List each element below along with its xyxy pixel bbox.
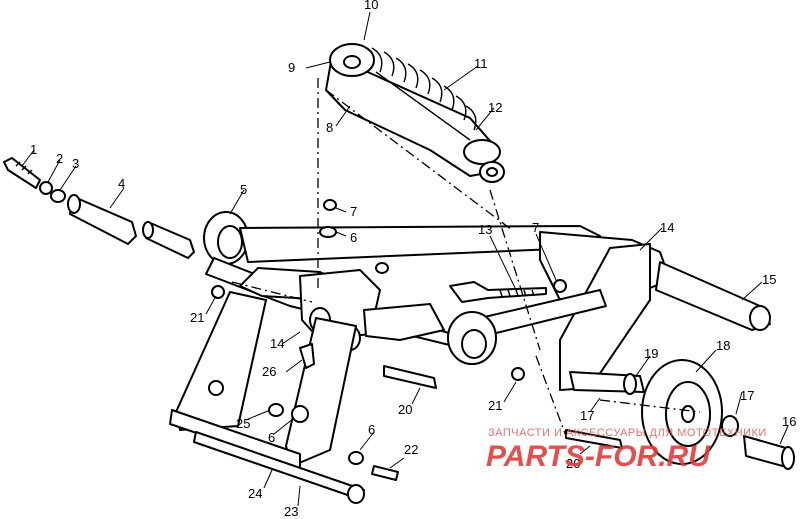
assembly-centerlines [231, 78, 701, 437]
callout-9: 9 [288, 60, 295, 75]
shock-absorber [325, 43, 505, 183]
callout-6-lower-left: 6 [268, 430, 275, 445]
callout-7-upper: 7 [350, 204, 357, 219]
side-arms [169, 291, 365, 504]
callout-16: 16 [782, 414, 796, 429]
callout-5: 5 [240, 182, 247, 197]
watermark: ЗАПЧАСТИ И АКСЕССУАРЫ ДЛЯ МОТОТЕХНИКИ PA… [486, 427, 767, 473]
callout-21-right: 21 [488, 398, 502, 413]
front-bolt-and-shaft [3, 157, 195, 259]
callout-21-left: 21 [190, 310, 204, 325]
callout-20-lower: 20 [566, 456, 580, 471]
hardware [211, 199, 623, 481]
callout-7-right: 7 [532, 220, 539, 235]
callout-22: 22 [404, 442, 418, 457]
watermark-logo: PARTS-FOR.RU [486, 440, 711, 473]
callout-17-right: 17 [740, 388, 754, 403]
callout-3: 3 [72, 156, 79, 171]
callout-17-left: 17 [580, 408, 594, 423]
callout-11: 11 [474, 56, 488, 71]
leader-lines [21, 11, 789, 507]
callout-24: 24 [248, 486, 262, 501]
callout-6-upper: 6 [350, 230, 357, 245]
callout-26: 26 [262, 364, 276, 379]
callout-labels: 10 9 11 12 8 1 2 3 4 5 7 6 13 7 14 15 21… [30, 0, 796, 519]
callout-13: 13 [478, 222, 492, 237]
callout-2: 2 [56, 151, 63, 166]
callout-23: 23 [284, 504, 298, 519]
callout-8: 8 [326, 120, 333, 135]
watermark-tagline: ЗАПЧАСТИ И АКСЕССУАРЫ ДЛЯ МОТОТЕХНИКИ [488, 427, 767, 439]
callout-25: 25 [236, 416, 250, 431]
callout-19: 19 [644, 346, 658, 361]
idler-wheel [569, 359, 795, 470]
callout-1: 1 [30, 142, 37, 157]
callout-14-left: 14 [270, 336, 284, 351]
callout-10: 10 [364, 0, 378, 12]
callout-6-lower-right: 6 [368, 422, 375, 437]
callout-20-upper: 20 [398, 402, 412, 417]
rear-arm [447, 231, 771, 391]
callout-18: 18 [716, 338, 730, 353]
callout-4: 4 [118, 176, 125, 191]
callout-12: 12 [488, 100, 502, 115]
spring-bolt [449, 281, 547, 303]
callout-14-right: 14 [660, 220, 674, 235]
callout-15: 15 [762, 272, 776, 287]
